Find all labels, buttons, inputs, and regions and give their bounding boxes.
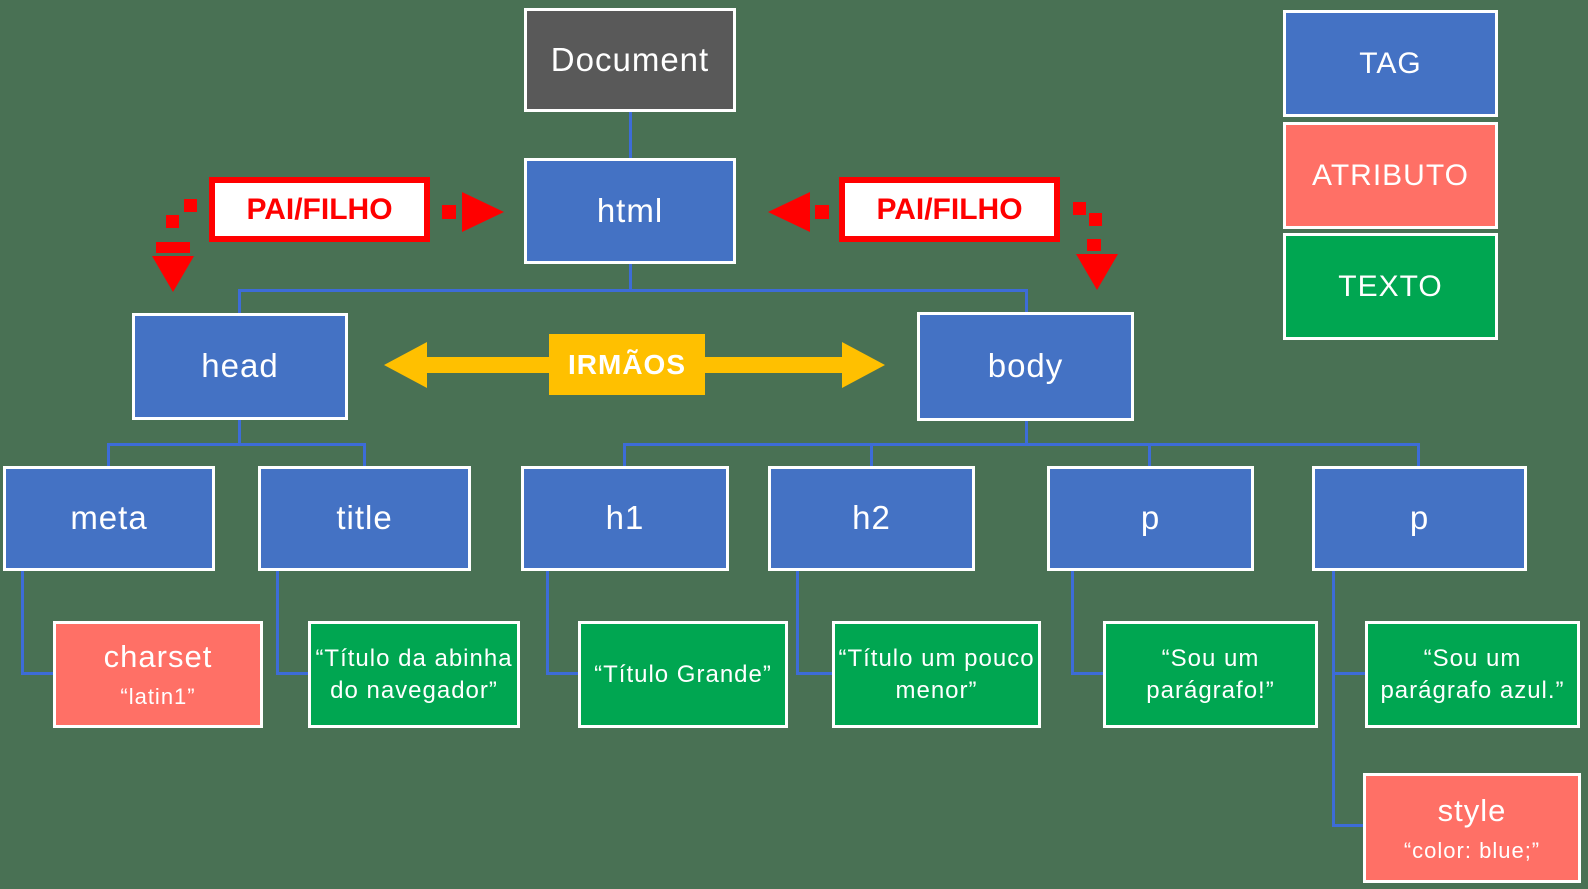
red-dash-left-1: [184, 199, 197, 212]
connector-head-drop: [238, 289, 241, 315]
p1-text-content: “Sou um parágrafo!”: [1146, 645, 1275, 704]
style-attribute-value: “color: blue;”: [1403, 837, 1541, 863]
connector-p2-text-v: [1332, 570, 1335, 827]
connector-p2-drop: [1417, 443, 1420, 468]
h2-text-content: “Título um pouco menor”: [838, 645, 1035, 704]
p-node-1-label: p: [1140, 499, 1161, 537]
p-node-1: p: [1047, 466, 1254, 571]
legend-item-texto-label: TEXTO: [1338, 269, 1443, 303]
p2-text-content: “Sou um parágrafo azul.”: [1380, 645, 1565, 704]
red-dash-right-4: [1087, 239, 1101, 251]
red-dash-left-3: [156, 242, 190, 253]
body-node: body: [917, 312, 1134, 421]
connector-meta-drop: [107, 443, 110, 468]
red-arrowhead-left: [768, 192, 810, 232]
connector-body-stub: [1025, 420, 1028, 445]
connector-p2-style-h: [1332, 824, 1365, 827]
connector-h1-text-h: [546, 672, 580, 675]
charset-attribute-node: charset “latin1”: [53, 621, 263, 728]
h2-node: h2: [768, 466, 975, 571]
connector-title-text-v: [276, 570, 279, 675]
p-node-2-label: p: [1409, 499, 1430, 537]
connector-h2-text-h: [796, 672, 834, 675]
connector-h1-drop: [623, 443, 626, 468]
connector-p1-text-h: [1071, 672, 1105, 675]
title-node: title: [258, 466, 471, 571]
meta-node-label: meta: [70, 499, 148, 537]
connector-head-stub: [238, 419, 241, 445]
red-dash-right-1: [815, 205, 829, 219]
title-node-label: title: [336, 499, 393, 537]
connector-title-text-h: [276, 672, 310, 675]
red-dash-left-2: [166, 215, 179, 228]
title-text-content: “Título da abinha do navegador”: [315, 645, 513, 704]
head-node: head: [132, 313, 348, 420]
parent-child-label-left: PAI/FILHO: [209, 177, 430, 242]
h1-node: h1: [521, 466, 729, 571]
document-node-label: Document: [550, 40, 710, 78]
connector-html-stub: [629, 264, 632, 291]
h1-node-label: h1: [605, 499, 645, 537]
connector-h2-text-v: [796, 570, 799, 675]
siblings-arrow-left-head: [384, 342, 427, 388]
connector-p2-text-h: [1332, 672, 1367, 675]
red-arrowhead-down-left: [152, 256, 194, 292]
connector-h2-drop: [870, 443, 873, 468]
connector-meta-charset-v: [21, 570, 24, 675]
connector-meta-charset-h: [21, 672, 55, 675]
connector-h1-text-v: [546, 570, 549, 675]
charset-attribute-name: charset: [103, 639, 213, 674]
connector-title-drop: [363, 443, 366, 468]
p1-text-node: “Sou um parágrafo!”: [1103, 621, 1318, 728]
red-arrowhead-down-right: [1076, 254, 1118, 290]
meta-node: meta: [3, 466, 215, 571]
body-node-label: body: [987, 347, 1064, 385]
connector-row2-horizontal: [238, 289, 1028, 292]
h2-node-label: h2: [852, 499, 891, 537]
legend-item-tag: TAG: [1283, 10, 1498, 117]
title-text-node: “Título da abinha do navegador”: [308, 621, 520, 728]
parent-child-label-right: PAI/FILHO: [839, 177, 1060, 242]
charset-attribute-value: “latin1”: [120, 684, 196, 709]
connector-body-children-horizontal: [623, 443, 1420, 446]
red-arrowhead-right: [462, 192, 504, 232]
connector-head-children-horizontal: [107, 443, 366, 446]
h1-text-content: “Título Grande”: [594, 660, 772, 688]
p-node-2: p: [1312, 466, 1527, 571]
legend-item-atributo: ATRIBUTO: [1283, 122, 1498, 229]
siblings-label-text: IRMÃOS: [568, 348, 686, 380]
parent-child-label-right-text: PAI/FILHO: [876, 192, 1023, 226]
siblings-arrow-right-head: [842, 342, 885, 388]
p2-text-node: “Sou um parágrafo azul.”: [1365, 621, 1580, 728]
legend-item-texto: TEXTO: [1283, 233, 1498, 340]
red-dash-right-3: [1089, 213, 1102, 226]
head-node-label: head: [201, 347, 279, 385]
siblings-label: IRMÃOS: [549, 334, 705, 395]
legend-item-tag-label: TAG: [1359, 46, 1422, 80]
html-node: html: [524, 158, 736, 264]
h1-text-node: “Título Grande”: [578, 621, 788, 728]
style-attribute-name: style: [1437, 792, 1507, 828]
connector-body-drop: [1025, 289, 1028, 314]
legend-item-atributo-label: ATRIBUTO: [1312, 158, 1469, 192]
connector-document-html: [629, 112, 632, 160]
red-dash-right-2: [1073, 202, 1086, 215]
h2-text-node: “Título um pouco menor”: [832, 621, 1041, 728]
parent-child-label-left-text: PAI/FILHO: [246, 192, 393, 226]
html-node-label: html: [596, 191, 664, 229]
connector-p1-text-v: [1071, 570, 1074, 675]
style-attribute-node: style “color: blue;”: [1363, 773, 1581, 883]
connector-p1-drop: [1148, 443, 1151, 468]
document-node: Document: [524, 8, 736, 112]
red-dash-left-4: [442, 205, 456, 219]
